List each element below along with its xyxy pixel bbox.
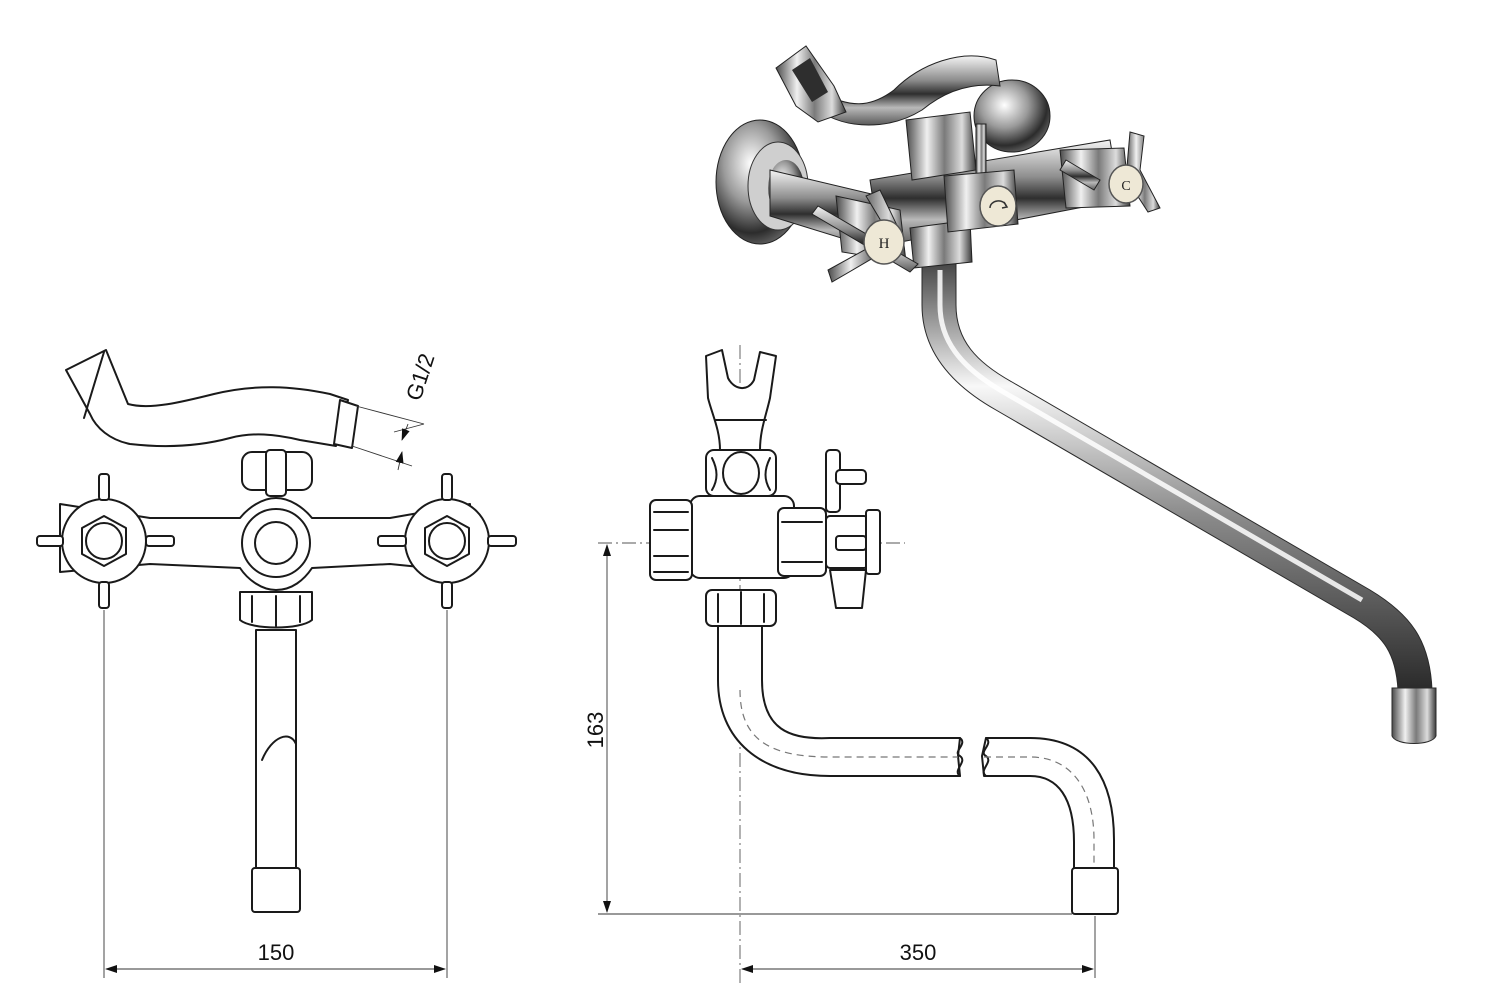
shower-holder-arm — [65, 349, 359, 449]
side-view: 163 350 — [583, 345, 1119, 985]
cold-handle-front — [377, 473, 517, 609]
thread-callout: G1/2 — [351, 350, 440, 471]
hot-cap-label: H — [879, 236, 890, 252]
height-dimension-label: 163 — [583, 712, 608, 749]
width-dimension-label: 150 — [258, 940, 295, 965]
dimension-height: 163 — [583, 544, 1072, 915]
thread-size-label: G1/2 — [401, 350, 440, 403]
render-right-flange — [973, 79, 1051, 153]
render-diverter — [943, 169, 1019, 233]
arrow-swirl-icon — [989, 200, 1009, 209]
body-side — [649, 449, 881, 609]
dimension-width: 150 — [103, 610, 448, 978]
lower-nut-side — [705, 589, 777, 627]
render-center-column — [905, 111, 987, 269]
spout-side — [717, 625, 1119, 915]
front-view: G1/2 150 — [36, 349, 517, 978]
spout-front — [251, 629, 301, 913]
faucet-render: H C — [715, 45, 1437, 744]
render-shower-holder — [775, 45, 1001, 126]
render-cold-valve: C — [1059, 131, 1161, 213]
render-hot-valve: H — [811, 189, 919, 283]
upper-nut-side — [705, 449, 777, 497]
arm-swivel-nut — [241, 449, 313, 497]
dimension-reach: 350 — [741, 916, 1096, 978]
hot-handle-front — [36, 473, 175, 609]
cold-cap-label: C — [1121, 179, 1130, 194]
reach-dimension-label: 350 — [900, 940, 937, 965]
render-spout — [921, 255, 1437, 744]
shower-hook-side — [705, 349, 777, 451]
spout-nut-front — [239, 591, 313, 629]
